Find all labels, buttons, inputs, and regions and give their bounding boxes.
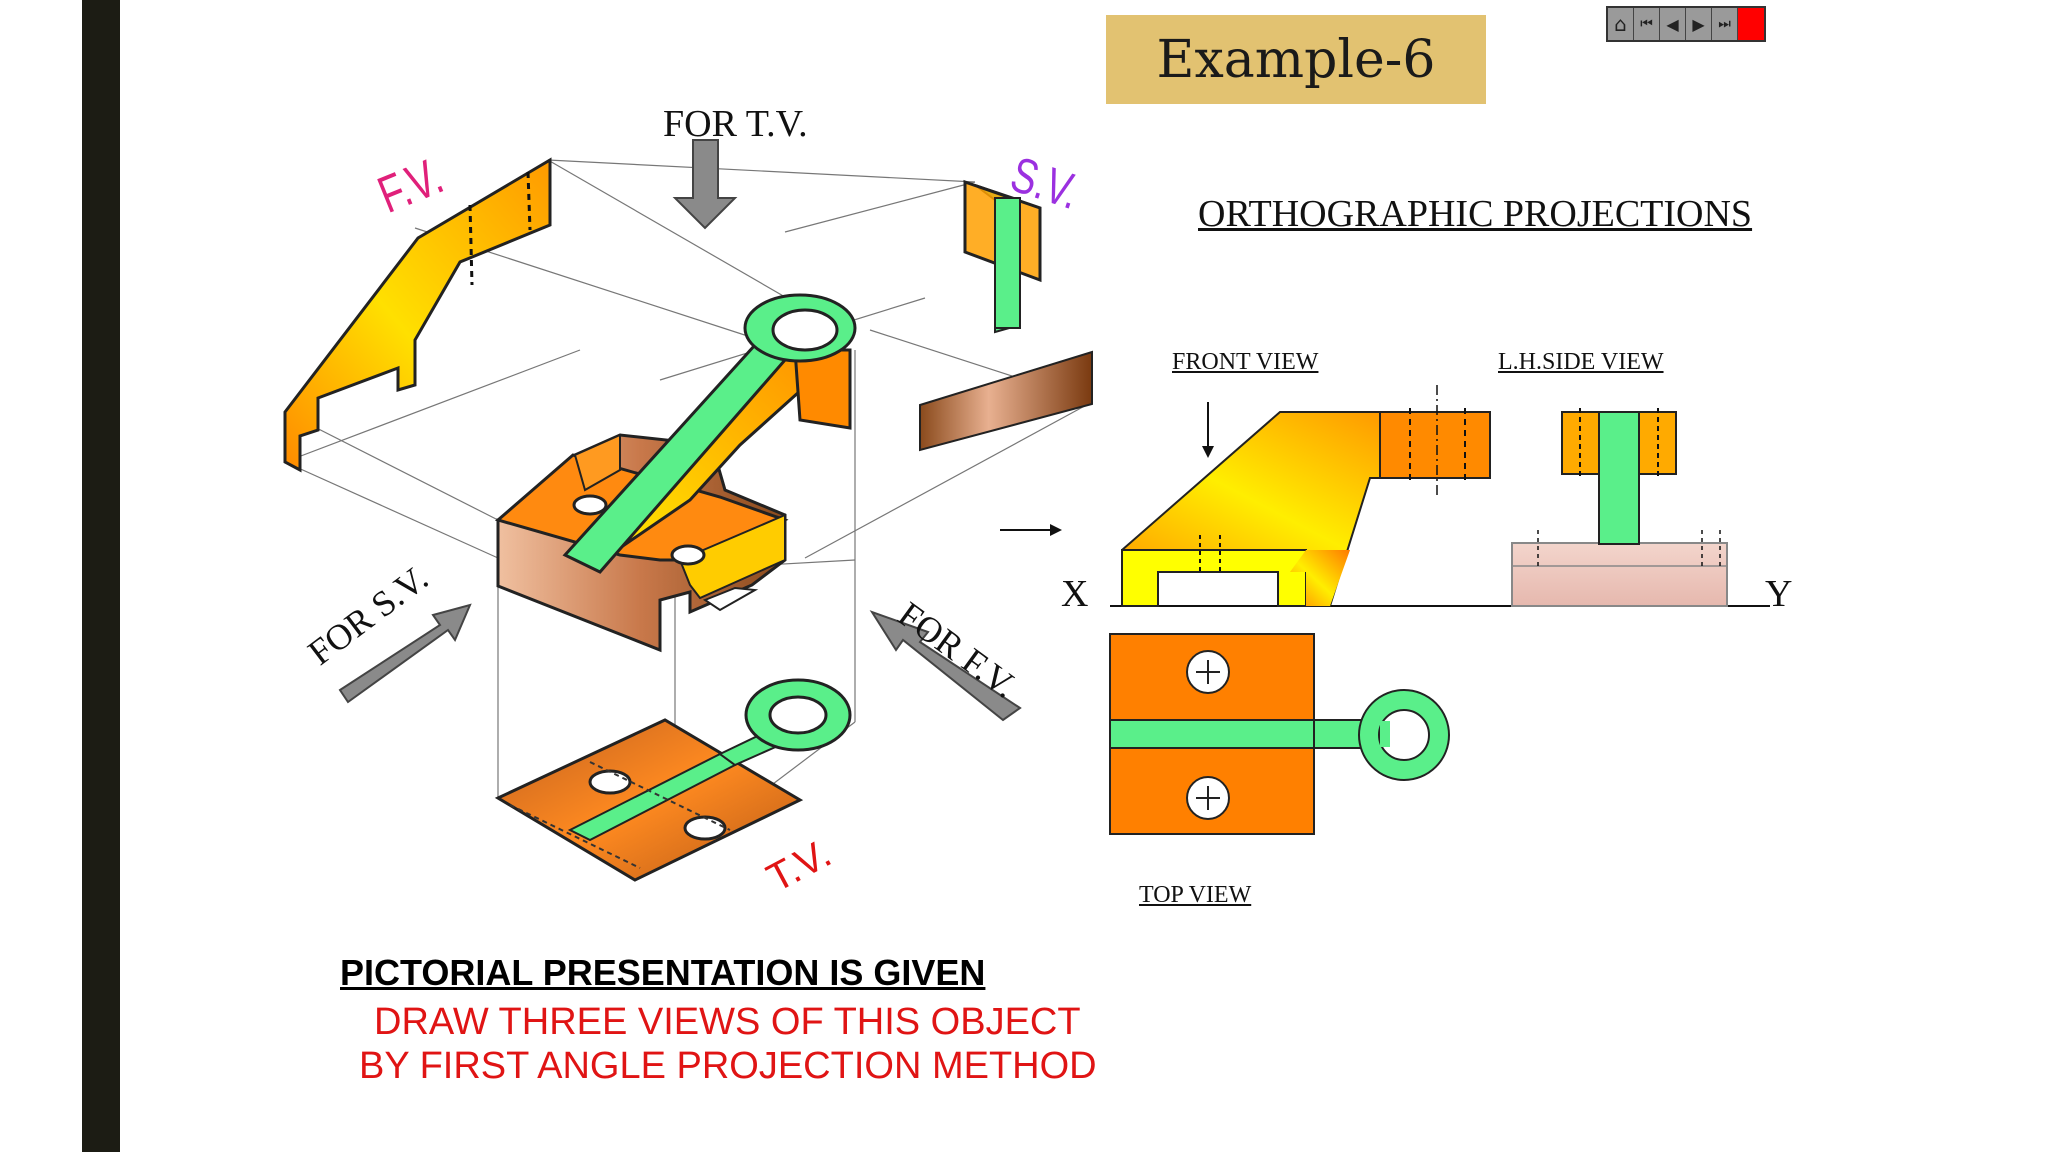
previous-slide-button[interactable]: ◀ <box>1660 8 1686 40</box>
side-view-drawing <box>1511 408 1728 607</box>
side-arrow <box>338 603 472 704</box>
top-view-label: TOP VIEW <box>1139 882 1252 908</box>
navigation-bar: ⌂ ⏮ ◀ ▶ ⏭ <box>1606 6 1766 42</box>
front-view-drawing <box>1121 385 1491 607</box>
next-slide-button[interactable]: ▶ <box>1686 8 1712 40</box>
home-button[interactable]: ⌂ <box>1608 8 1634 40</box>
first-slide-button[interactable]: ⏮ <box>1634 8 1660 40</box>
front-arrow <box>869 610 1022 722</box>
first-icon: ⏮ <box>1640 16 1653 32</box>
inclined-arm <box>562 293 857 574</box>
side-view-label: L.H.SIDE VIEW <box>1498 349 1664 375</box>
front-view-label: FRONT VIEW <box>1172 349 1319 375</box>
end-show-button[interactable] <box>1738 8 1764 40</box>
instruction-line-1: DRAW THREE VIEWS OF THIS OBJECT <box>374 1001 1081 1043</box>
base-block <box>494 433 789 653</box>
last-slide-button[interactable]: ⏭ <box>1712 8 1738 40</box>
next-icon: ▶ <box>1692 14 1705 34</box>
instruction-line-2: BY FIRST ANGLE PROJECTION METHOD <box>359 1045 1097 1087</box>
side-view-panel <box>919 179 1093 452</box>
orthographic-heading: ORTHOGRAPHIC PROJECTIONS <box>1198 193 1753 235</box>
x-label: X <box>1061 573 1089 615</box>
slide-title: Example-6 <box>1156 29 1436 90</box>
pictorial-heading: PICTORIAL PRESENTATION IS GIVEN <box>340 952 986 993</box>
home-icon: ⌂ <box>1614 12 1627 36</box>
last-icon: ⏭ <box>1718 16 1731 32</box>
pictorial-diagram <box>283 139 1093 882</box>
top-view-panel <box>494 678 852 882</box>
top-arrow <box>672 139 738 230</box>
for-tv-label: FOR T.V. <box>663 103 808 145</box>
prev-icon: ◀ <box>1666 14 1679 34</box>
front-view-panel <box>283 157 552 473</box>
orthographic-diagram <box>1109 385 1770 835</box>
left-decorative-bar <box>82 0 120 1152</box>
y-label: Y <box>1765 573 1793 615</box>
title-banner: Example-6 <box>1106 15 1486 104</box>
top-view-drawing <box>1109 633 1450 835</box>
